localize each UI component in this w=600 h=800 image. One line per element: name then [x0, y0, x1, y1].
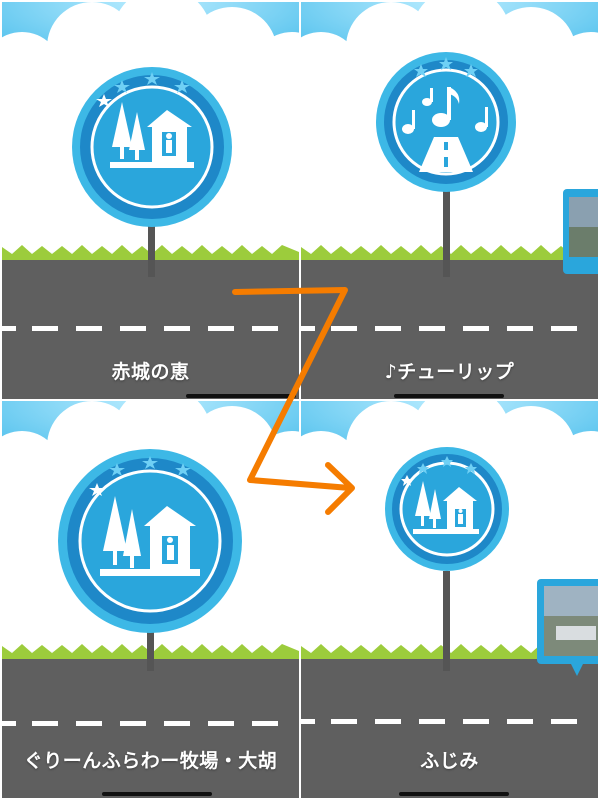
panel-akagi: 赤城の恵	[2, 2, 299, 399]
roadside-station-icon	[58, 449, 242, 633]
roadside-station-icon	[72, 67, 232, 227]
station-name[interactable]: 赤城の恵	[111, 361, 190, 383]
roadside-scene	[2, 401, 299, 798]
panel-tulip: ♪チューリップ	[301, 2, 598, 399]
home-indicator[interactable]	[399, 792, 509, 796]
panel-green-flower: ぐりーんふらわー牧場・大胡	[2, 401, 299, 798]
station-name[interactable]: ぐりーんふらわー牧場・大胡	[23, 750, 278, 772]
roadside-scene	[301, 2, 598, 399]
melody-road-icon	[376, 52, 516, 192]
home-indicator[interactable]	[186, 394, 296, 398]
station-name[interactable]: ふじみ	[420, 750, 479, 772]
photo-thumbnail[interactable]	[537, 579, 598, 676]
home-indicator[interactable]	[102, 792, 212, 796]
home-indicator[interactable]	[394, 394, 504, 398]
roadside-station-icon	[385, 447, 509, 571]
roadside-scene	[301, 401, 598, 798]
photo-thumbnail[interactable]	[563, 189, 598, 274]
roadside-scene	[2, 2, 299, 399]
station-name[interactable]: ♪チューリップ	[384, 361, 515, 383]
panel-fujimi: ふじみ	[301, 401, 598, 798]
